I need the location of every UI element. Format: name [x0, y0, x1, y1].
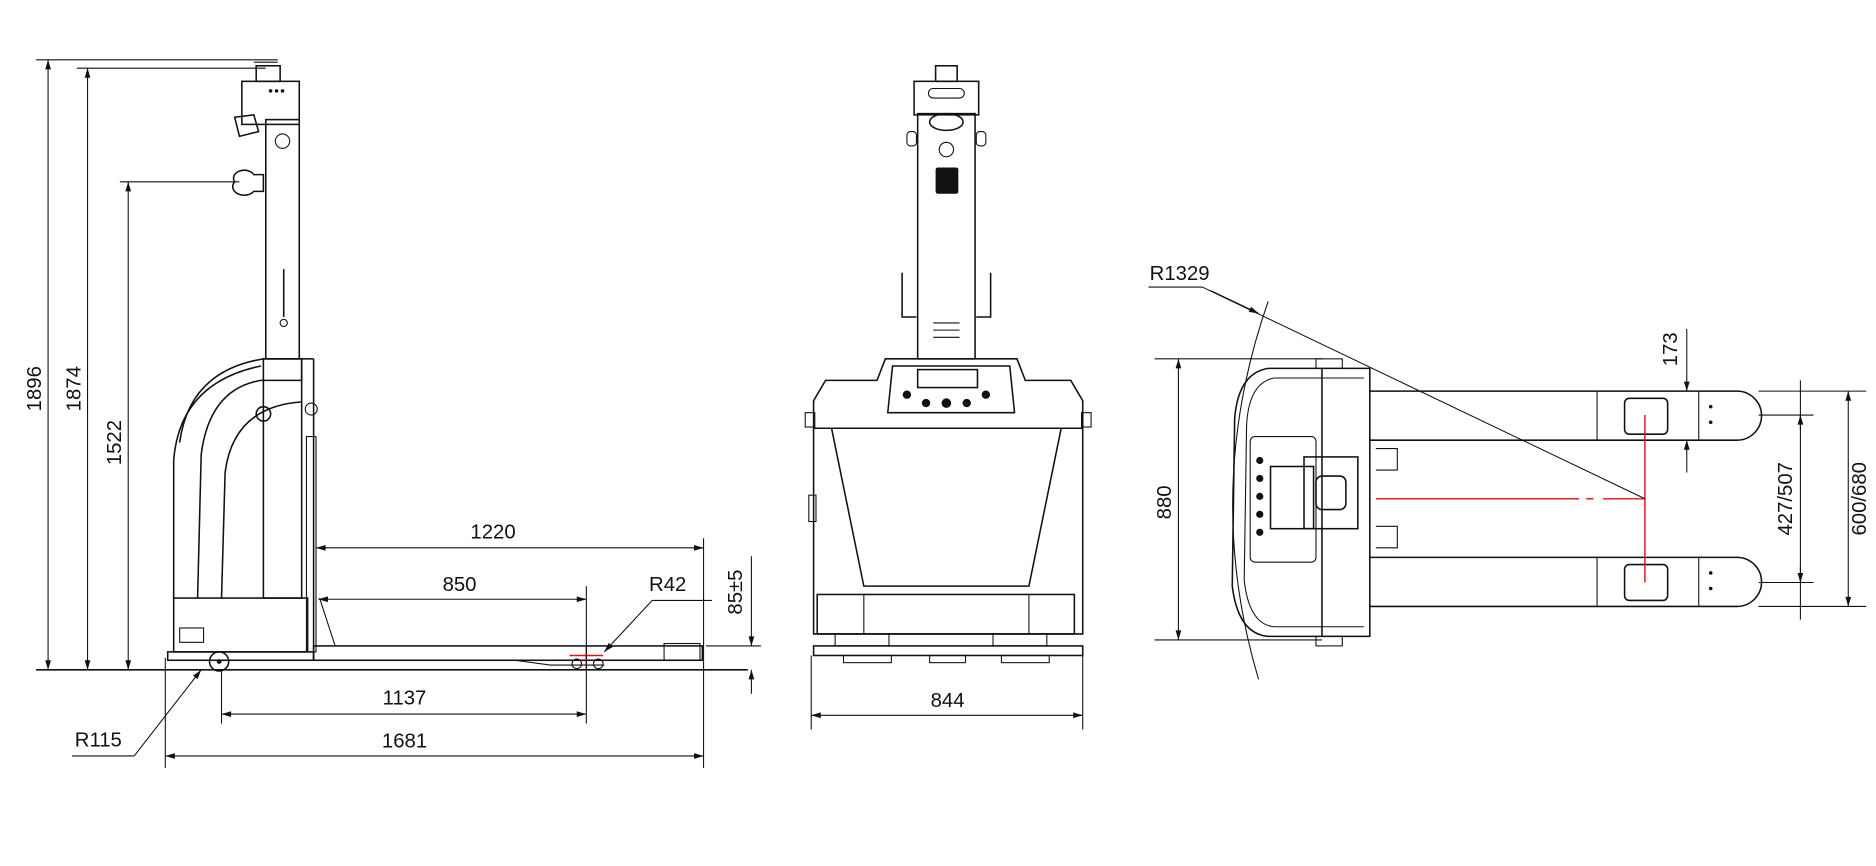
dim-turning-radius: R1329	[1148, 263, 1646, 680]
dim-label-1220: 1220	[470, 521, 515, 543]
dim-overall-width: 844	[810, 655, 1084, 730]
front-mast	[901, 65, 992, 360]
side-view: 1896 1874 1522 1220 850 R42	[24, 59, 761, 768]
dim-label-850: 850	[443, 574, 477, 596]
dim-label-1896: 1896	[24, 366, 46, 411]
dim-drive-wheel-radius: R115	[71, 669, 202, 757]
dim-label-173: 173	[1660, 332, 1682, 366]
dim-label-r115: R115	[75, 729, 122, 751]
warning-light-icon	[233, 113, 260, 138]
dim-wheelbase: 1137	[220, 669, 587, 724]
emergency-stop-icon	[935, 167, 959, 194]
top-view: R1329 880 173 427/507 600/680	[1148, 263, 1871, 680]
dim-fork-spacing-inner: 427/507	[1758, 380, 1814, 620]
dim-overall-length: 1681	[164, 651, 705, 768]
top-fork-upper	[1369, 390, 1763, 441]
dim-fork-to-wheel: 850	[318, 574, 587, 724]
dim-label-85: 85±5	[725, 570, 747, 615]
top-body	[1231, 358, 1398, 647]
dim-label-r1329: R1329	[1150, 263, 1210, 285]
front-view: 844	[804, 65, 1092, 730]
beacon-icon	[232, 169, 265, 196]
dim-fork-height: 85±5	[705, 556, 761, 694]
dim-label-427-507: 427/507	[1775, 462, 1797, 535]
dim-label-880: 880	[1154, 485, 1176, 519]
side-body	[166, 358, 336, 672]
dim-overall-height: 1896	[24, 59, 278, 670]
dim-mast-height: 1874	[63, 67, 266, 670]
dim-body-width: 880	[1154, 358, 1322, 641]
front-body	[804, 358, 1092, 664]
dim-label-600-680: 600/680	[1849, 462, 1871, 535]
dim-label-r42: R42	[649, 574, 686, 596]
dim-light-height: 1522	[104, 181, 240, 670]
side-fork	[312, 642, 704, 670]
dim-label-844: 844	[931, 690, 965, 712]
dim-label-1137: 1137	[383, 688, 427, 710]
dim-label-1874: 1874	[63, 366, 85, 411]
dim-load-wheel-radius: R42	[603, 574, 712, 653]
dim-label-1681: 1681	[382, 731, 427, 753]
dim-fork-width: 173	[1660, 328, 1690, 473]
dim-fork-length: 1220	[316, 521, 705, 652]
top-fork-lower	[1369, 556, 1763, 608]
dim-label-1522: 1522	[104, 420, 126, 465]
key-switch-icon	[255, 405, 272, 422]
side-mast	[232, 61, 301, 360]
drive-wheel	[208, 651, 230, 672]
dim-fork-spacing-outer: 600/680	[1758, 390, 1871, 607]
